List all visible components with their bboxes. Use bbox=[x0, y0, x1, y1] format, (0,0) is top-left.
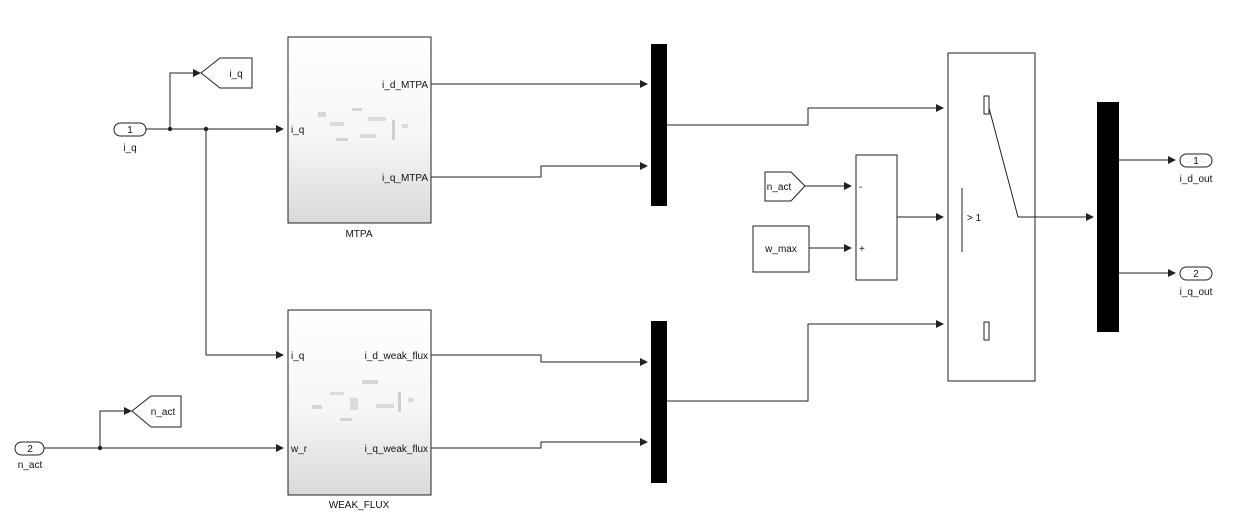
sum-sign-plus: + bbox=[859, 244, 865, 255]
outport-iq-out[interactable]: 2 i_q_out bbox=[1179, 266, 1213, 298]
out-port-label: i_d_weak_flux bbox=[365, 351, 428, 362]
outport-id-out[interactable]: 1 i_d_out bbox=[1179, 153, 1213, 185]
goto-tag: n_act bbox=[151, 407, 176, 418]
out-port-label: i_q_MTPA bbox=[382, 173, 428, 184]
line-id-weak[interactable] bbox=[431, 354, 648, 366]
inport-nact[interactable]: 2 n_act bbox=[14, 441, 45, 471]
branch-point bbox=[203, 126, 209, 132]
line-iq-mtpa[interactable] bbox=[431, 162, 648, 178]
in-port-label: i_q bbox=[291, 125, 304, 136]
line-mux2-to-switch[interactable] bbox=[667, 320, 944, 402]
from-tag: n_act bbox=[767, 182, 792, 193]
inport-iq[interactable]: 1 i_q bbox=[113, 122, 147, 154]
switch-criteria: > 1 bbox=[967, 213, 982, 224]
out-port-label: i_q_weak_flux bbox=[365, 444, 428, 455]
demux-output[interactable] bbox=[1097, 102, 1119, 332]
out-port-label: i_d_MTPA bbox=[382, 80, 428, 91]
inport-number: 1 bbox=[127, 125, 133, 136]
line-mux1-to-switch[interactable] bbox=[667, 104, 944, 126]
signal-lines bbox=[44, 69, 1176, 452]
subsystem-preview bbox=[312, 380, 414, 421]
branch-point bbox=[97, 445, 103, 451]
outport-number: 2 bbox=[1193, 269, 1199, 280]
inport-number: 2 bbox=[27, 444, 33, 455]
subsystem-mtpa[interactable]: i_q i_d_MTPA i_q_MTPA MTPA bbox=[287, 36, 432, 240]
subsystem-weak-flux[interactable]: i_q w_r i_d_weak_flux i_q_weak_flux WEAK… bbox=[287, 309, 432, 511]
subsystem-name: MTPA bbox=[345, 229, 372, 240]
in-port-label: w_r bbox=[290, 444, 308, 455]
branch-point bbox=[167, 126, 173, 132]
outport-name: i_d_out bbox=[1180, 174, 1213, 185]
switch-lever bbox=[988, 107, 1035, 218]
inport-name: n_act bbox=[18, 460, 43, 471]
switch-contact-bottom bbox=[983, 321, 990, 341]
from-tag: w_max bbox=[764, 244, 797, 255]
mux-weak-flux[interactable] bbox=[651, 321, 667, 483]
from-wmax[interactable]: w_max bbox=[752, 225, 810, 273]
sum-block[interactable]: - + bbox=[855, 154, 898, 281]
subsystem-preview bbox=[318, 108, 408, 141]
switch-block[interactable]: > 1 bbox=[947, 52, 1036, 382]
from-nact[interactable]: n_act bbox=[764, 171, 806, 202]
outport-name: i_q_out bbox=[1180, 287, 1213, 298]
switch-contact-top bbox=[983, 95, 990, 115]
line-nact-to-goto[interactable] bbox=[99, 407, 132, 448]
goto-tag: i_q bbox=[229, 69, 242, 80]
goto-iq[interactable]: i_q bbox=[200, 57, 253, 89]
line-iq-weak[interactable] bbox=[431, 438, 648, 449]
sum-sign-minus: - bbox=[859, 182, 862, 193]
outport-number: 1 bbox=[1193, 156, 1199, 167]
in-port-label: i_q bbox=[291, 351, 304, 362]
inport-name: i_q bbox=[123, 143, 136, 154]
subsystem-name: WEAK_FLUX bbox=[329, 500, 390, 511]
line-iq-to-weakflux[interactable] bbox=[205, 129, 284, 359]
mux-mtpa[interactable] bbox=[651, 44, 667, 206]
goto-nact[interactable]: n_act bbox=[131, 395, 182, 428]
line-iq-to-goto[interactable] bbox=[169, 69, 201, 129]
